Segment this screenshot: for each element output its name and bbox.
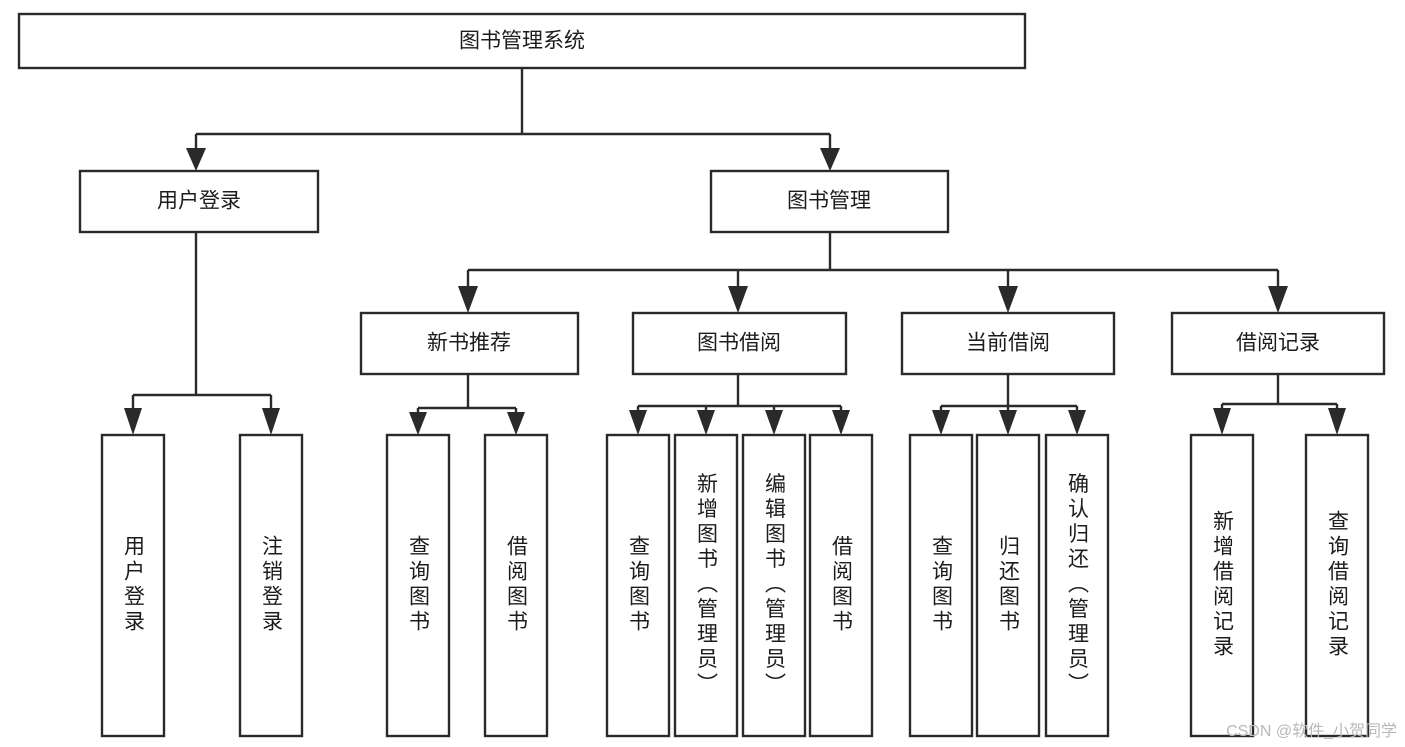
node-current-borrow-label: 当前借阅 — [966, 332, 1050, 355]
leaf-add-book-admin-label: 新增图书（管理员） — [695, 473, 719, 698]
leaf-borrow-book-2-box[interactable] — [808, 433, 874, 738]
node-book-borrow-label: 图书借阅 — [697, 332, 781, 355]
node-borrow-record-label: 借阅记录 — [1236, 332, 1320, 355]
arrow-head-icon — [186, 148, 206, 171]
leaf-borrow-book-2-label: 借阅图书 — [830, 535, 854, 635]
arrow-head-icon — [832, 410, 850, 435]
leaf-query-borrow-record-label: 查询借阅记录 — [1326, 510, 1350, 660]
node-current-borrow[interactable]: 当前借阅 — [900, 311, 1116, 376]
leaf-user-login-label: 用户登录 — [122, 535, 146, 635]
arrow-head-icon — [124, 408, 142, 435]
leaf-edit-book-admin[interactable]: 编辑图书（管理员） — [741, 433, 807, 738]
node-book-borrow-box[interactable] — [631, 311, 848, 376]
leaf-query-book-1-box[interactable] — [385, 433, 451, 738]
arrow-head-icon — [1213, 408, 1231, 435]
connector-newbook-to-leaves — [409, 374, 525, 435]
arrow-head-icon — [1268, 286, 1288, 313]
node-user-login-box[interactable] — [78, 169, 320, 234]
leaf-query-book-3-box[interactable] — [908, 433, 974, 738]
node-user-login-label: 用户登录 — [157, 190, 241, 213]
node-root-box[interactable] — [17, 12, 1027, 70]
arrow-head-icon — [999, 410, 1017, 435]
leaf-logout-login[interactable]: 注销登录 — [238, 433, 304, 738]
connector-bookborrow-to-leaves — [629, 374, 850, 435]
arrow-head-icon — [820, 148, 840, 171]
arrow-head-icon — [932, 410, 950, 435]
node-book-management-box[interactable] — [709, 169, 950, 234]
leaf-query-book-3[interactable]: 查询图书 — [908, 433, 974, 738]
arrow-head-icon — [998, 286, 1018, 313]
leaf-add-book-admin[interactable]: 新增图书（管理员） — [673, 433, 739, 738]
leaf-logout-login-label: 注销登录 — [260, 535, 284, 635]
leaf-user-login[interactable]: 用户登录 — [100, 433, 166, 738]
leaf-edit-book-admin-label: 编辑图书（管理员） — [763, 473, 787, 698]
leaf-query-book-1[interactable]: 查询图书 — [385, 433, 451, 738]
node-root-label: 图书管理系统 — [459, 30, 585, 53]
node-user-login[interactable]: 用户登录 — [78, 169, 320, 234]
leaf-return-book-label: 归还图书 — [997, 535, 1021, 635]
leaf-query-borrow-record[interactable]: 查询借阅记录 — [1304, 433, 1370, 738]
leaf-user-login-box[interactable] — [100, 433, 166, 738]
leaf-add-borrow-record[interactable]: 新增借阅记录 — [1189, 433, 1255, 738]
node-borrow-record-box[interactable] — [1170, 311, 1386, 376]
node-new-book-recommend-box[interactable] — [359, 311, 580, 376]
leaf-return-book-box[interactable] — [975, 433, 1041, 738]
leaf-query-book-3-label: 查询图书 — [930, 535, 954, 635]
watermark: CSDN @软件_小贺同学 — [1226, 723, 1397, 740]
leaf-logout-login-box[interactable] — [238, 433, 304, 738]
leaf-add-borrow-record-label: 新增借阅记录 — [1211, 510, 1235, 660]
arrow-head-icon — [765, 410, 783, 435]
arrow-head-icon — [697, 410, 715, 435]
node-new-book-recommend[interactable]: 新书推荐 — [359, 311, 580, 376]
leaf-borrow-book-2[interactable]: 借阅图书 — [808, 433, 874, 738]
arrow-head-icon — [262, 408, 280, 435]
arrow-head-icon — [1068, 410, 1086, 435]
leaf-query-borrow-record-box[interactable] — [1304, 433, 1370, 738]
leaf-borrow-book-1-label: 借阅图书 — [505, 535, 529, 635]
leaf-edit-book-admin-box[interactable] — [741, 433, 807, 738]
connector-currentborrow-to-leaves — [932, 374, 1086, 435]
arrow-head-icon — [507, 412, 525, 435]
node-book-management[interactable]: 图书管理 — [709, 169, 950, 234]
arrow-head-icon — [458, 286, 478, 313]
leaf-add-book-admin-box[interactable] — [673, 433, 739, 738]
connector-borrowrecord-to-leaves — [1213, 374, 1346, 435]
leaf-confirm-return-admin[interactable]: 确认归还（管理员） — [1044, 433, 1110, 738]
leaf-borrow-book-1-box[interactable] — [483, 433, 549, 738]
node-borrow-record[interactable]: 借阅记录 — [1170, 311, 1386, 376]
node-current-borrow-box[interactable] — [900, 311, 1116, 376]
connector-userlogin-to-leaves — [124, 232, 280, 435]
leaf-query-book-1-label: 查询图书 — [407, 535, 431, 635]
node-new-book-recommend-label: 新书推荐 — [427, 332, 511, 355]
arrow-head-icon — [728, 286, 748, 313]
arrow-head-icon — [409, 412, 427, 435]
arrow-head-icon — [629, 410, 647, 435]
leaf-borrow-book-1[interactable]: 借阅图书 — [483, 433, 549, 738]
leaf-add-borrow-record-box[interactable] — [1189, 433, 1255, 738]
node-book-management-label: 图书管理 — [787, 190, 871, 213]
connector-bookmgmt-to-level3 — [458, 232, 1288, 313]
node-root[interactable]: 图书管理系统 — [17, 12, 1027, 70]
leaf-confirm-return-admin-box[interactable] — [1044, 433, 1110, 738]
arrow-head-icon — [1328, 408, 1346, 435]
leaf-return-book[interactable]: 归还图书 — [975, 433, 1041, 738]
leaf-query-book-2[interactable]: 查询图书 — [605, 433, 671, 738]
leaf-confirm-return-admin-label: 确认归还（管理员） — [1066, 473, 1090, 698]
connector-root-to-level2 — [186, 68, 840, 171]
node-book-borrow[interactable]: 图书借阅 — [631, 311, 848, 376]
leaf-query-book-2-label: 查询图书 — [627, 535, 651, 635]
leaf-query-book-2-box[interactable] — [605, 433, 671, 738]
